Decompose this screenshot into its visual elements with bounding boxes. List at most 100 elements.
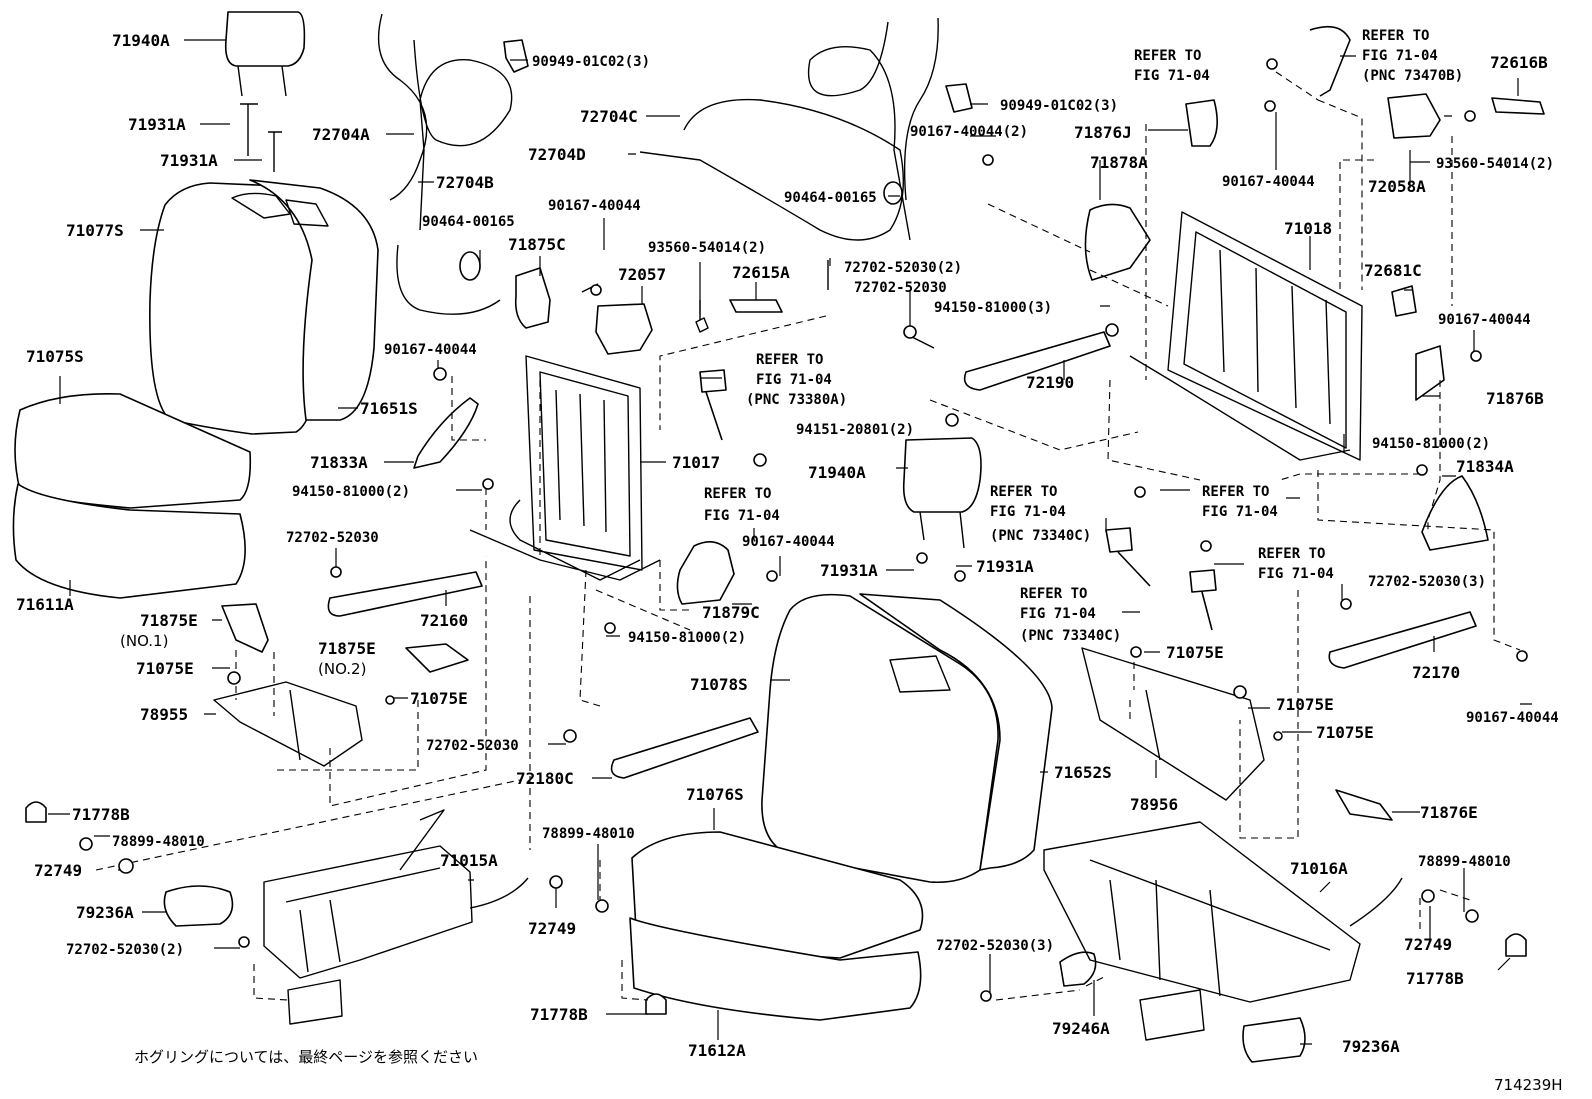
label-93560-54014: 93560-54014(2): [648, 240, 766, 256]
label-refer-to: REFER TO: [1020, 586, 1087, 602]
label-71931a: 71931A: [820, 561, 878, 580]
cover-71875c: [514, 267, 551, 329]
label-no2: (NO.2): [318, 660, 366, 678]
footer: ホグリングについては、最終ページを参照ください 714239H: [134, 1048, 1563, 1094]
label-71611a: 71611A: [16, 595, 74, 614]
label-90464-00165: 90464-00165: [422, 214, 515, 230]
footer-note: ホグリングについては、最終ページを参照ください: [134, 1048, 478, 1066]
seatback-center-large: [761, 593, 999, 884]
label-71075e: 71075E: [1166, 643, 1224, 662]
label-71834a: 71834A: [1456, 457, 1514, 476]
clip-90949-right: [945, 83, 973, 113]
headrest-center: [902, 437, 982, 513]
label-72749: 72749: [34, 861, 82, 880]
label-90167-40044: 90167-40044: [1466, 710, 1559, 726]
label-fig-71-04: FIG 71-04: [1258, 566, 1334, 582]
label-71075e: 71075E: [1276, 695, 1334, 714]
label-fig-71-04: FIG 71-04: [990, 504, 1066, 520]
label-71652s: 71652S: [1054, 763, 1112, 782]
label-refer-to: REFER TO: [1134, 48, 1201, 64]
frame-71016a: [1043, 821, 1403, 1003]
leader-lines: [48, 39, 1532, 1045]
bracket-78955: [213, 681, 363, 767]
label-fig-71-04: FIG 71-04: [1362, 48, 1438, 64]
label-fig-71-04: FIG 71-04: [1202, 504, 1278, 520]
label-72702-52030: 72702-52030: [286, 530, 379, 546]
label-fig-71-04: FIG 71-04: [704, 508, 780, 524]
headrest-left: [224, 11, 306, 67]
label-90949-01c02: 90949-01C02(3): [532, 54, 650, 70]
label-71778b: 71778B: [72, 805, 130, 824]
label-71075e: 71075E: [410, 689, 468, 708]
label-71940a: 71940A: [112, 31, 170, 50]
label-71017: 71017: [672, 453, 720, 472]
label-72170: 72170: [1412, 663, 1460, 682]
label-94150-81000: 94150-81000(2): [628, 630, 746, 646]
label-fig-71-04: FIG 71-04: [1134, 68, 1210, 84]
label-71075e: 71075E: [1316, 723, 1374, 742]
label-72058a: 72058A: [1368, 177, 1426, 196]
label-93560-54014: 93560-54014(2): [1436, 156, 1554, 172]
label-71833a: 71833A: [310, 453, 368, 472]
label-72180c: 72180C: [516, 769, 574, 788]
label-refer-to: REFER TO: [1202, 484, 1269, 500]
label-71931a: 71931A: [128, 115, 186, 134]
label-72702-52030: 72702-52030(2): [844, 260, 962, 276]
label-72702-52030: 72702-52030: [854, 280, 947, 296]
label-71075e: 71075E: [136, 659, 194, 678]
label-71651s: 71651S: [360, 399, 418, 418]
label-72057: 72057: [618, 265, 666, 284]
seat-cushion-center-lower: [629, 917, 922, 1021]
label-pnc-73340c: (PNC 73340C): [990, 528, 1091, 544]
label-71876j: 71876J: [1074, 123, 1132, 142]
cable-72704a: [377, 13, 513, 231]
label-71778b: 71778B: [530, 1005, 588, 1024]
fasteners: [79, 58, 1528, 1002]
label-refer-to: REFER TO: [704, 486, 771, 502]
part-drawings: [12, 11, 1545, 1063]
label-71940a: 71940A: [808, 463, 866, 482]
label-72615a: 72615A: [732, 263, 790, 282]
label-90167-40044: 90167-40044: [1438, 312, 1531, 328]
label-72704b: 72704B: [436, 173, 494, 192]
label-71879c: 71879C: [702, 603, 760, 622]
label-94151-20801: 94151-20801(2): [796, 422, 914, 438]
seatback-small-left: [249, 179, 379, 421]
label-72749: 72749: [1404, 935, 1452, 954]
label-pnc-73340c: (PNC 73340C): [1020, 628, 1121, 644]
label-72702-52030: 72702-52030(3): [936, 938, 1054, 954]
label-refer-to: REFER TO: [1258, 546, 1325, 562]
label-refer-to: REFER TO: [756, 352, 823, 368]
label-79246a: 79246A: [1052, 1019, 1110, 1038]
label-90167-40044: 90167-40044: [384, 342, 477, 358]
label-fig-71-04: FIG 71-04: [1020, 606, 1096, 622]
frame-71018: [1129, 211, 1363, 461]
label-94150-81000: 94150-81000(3): [934, 300, 1052, 316]
label-72190: 72190: [1026, 373, 1074, 392]
frame-71015a: [263, 809, 529, 979]
label-pnc-73380a: (PNC 73380A): [746, 392, 847, 408]
label-78899-48010: 78899-48010: [542, 826, 635, 842]
label-71931a: 71931A: [160, 151, 218, 170]
label-72702-52030: 72702-52030(3): [1368, 574, 1486, 590]
seat-cushion-lower-left: [12, 483, 246, 599]
label-79236a: 79236A: [1342, 1037, 1400, 1056]
label-71778b: 71778B: [1406, 969, 1464, 988]
seatback-center-small: [859, 593, 1053, 871]
seat-cushion-left: [14, 393, 252, 509]
part-labels: 71940A 71931A 71931A 71077S 71075S 71651…: [16, 28, 1559, 1060]
label-71016a: 71016A: [1290, 859, 1348, 878]
label-71076s: 71076S: [686, 785, 744, 804]
label-90464-00165: 90464-00165: [784, 190, 877, 206]
label-94150-81000: 94150-81000(2): [292, 484, 410, 500]
label-71878a: 71878A: [1090, 153, 1148, 172]
label-90167-40044: 90167-40044(2): [910, 124, 1028, 140]
label-no1: (NO.1): [120, 632, 168, 650]
label-90167-40044: 90167-40044: [1222, 174, 1315, 190]
label-refer-to: REFER TO: [1362, 28, 1429, 44]
label-71875e: 71875E: [140, 611, 198, 630]
label-71931a: 71931A: [976, 557, 1034, 576]
label-72704d: 72704D: [528, 145, 586, 164]
label-94150-81000: 94150-81000(2): [1372, 436, 1490, 452]
